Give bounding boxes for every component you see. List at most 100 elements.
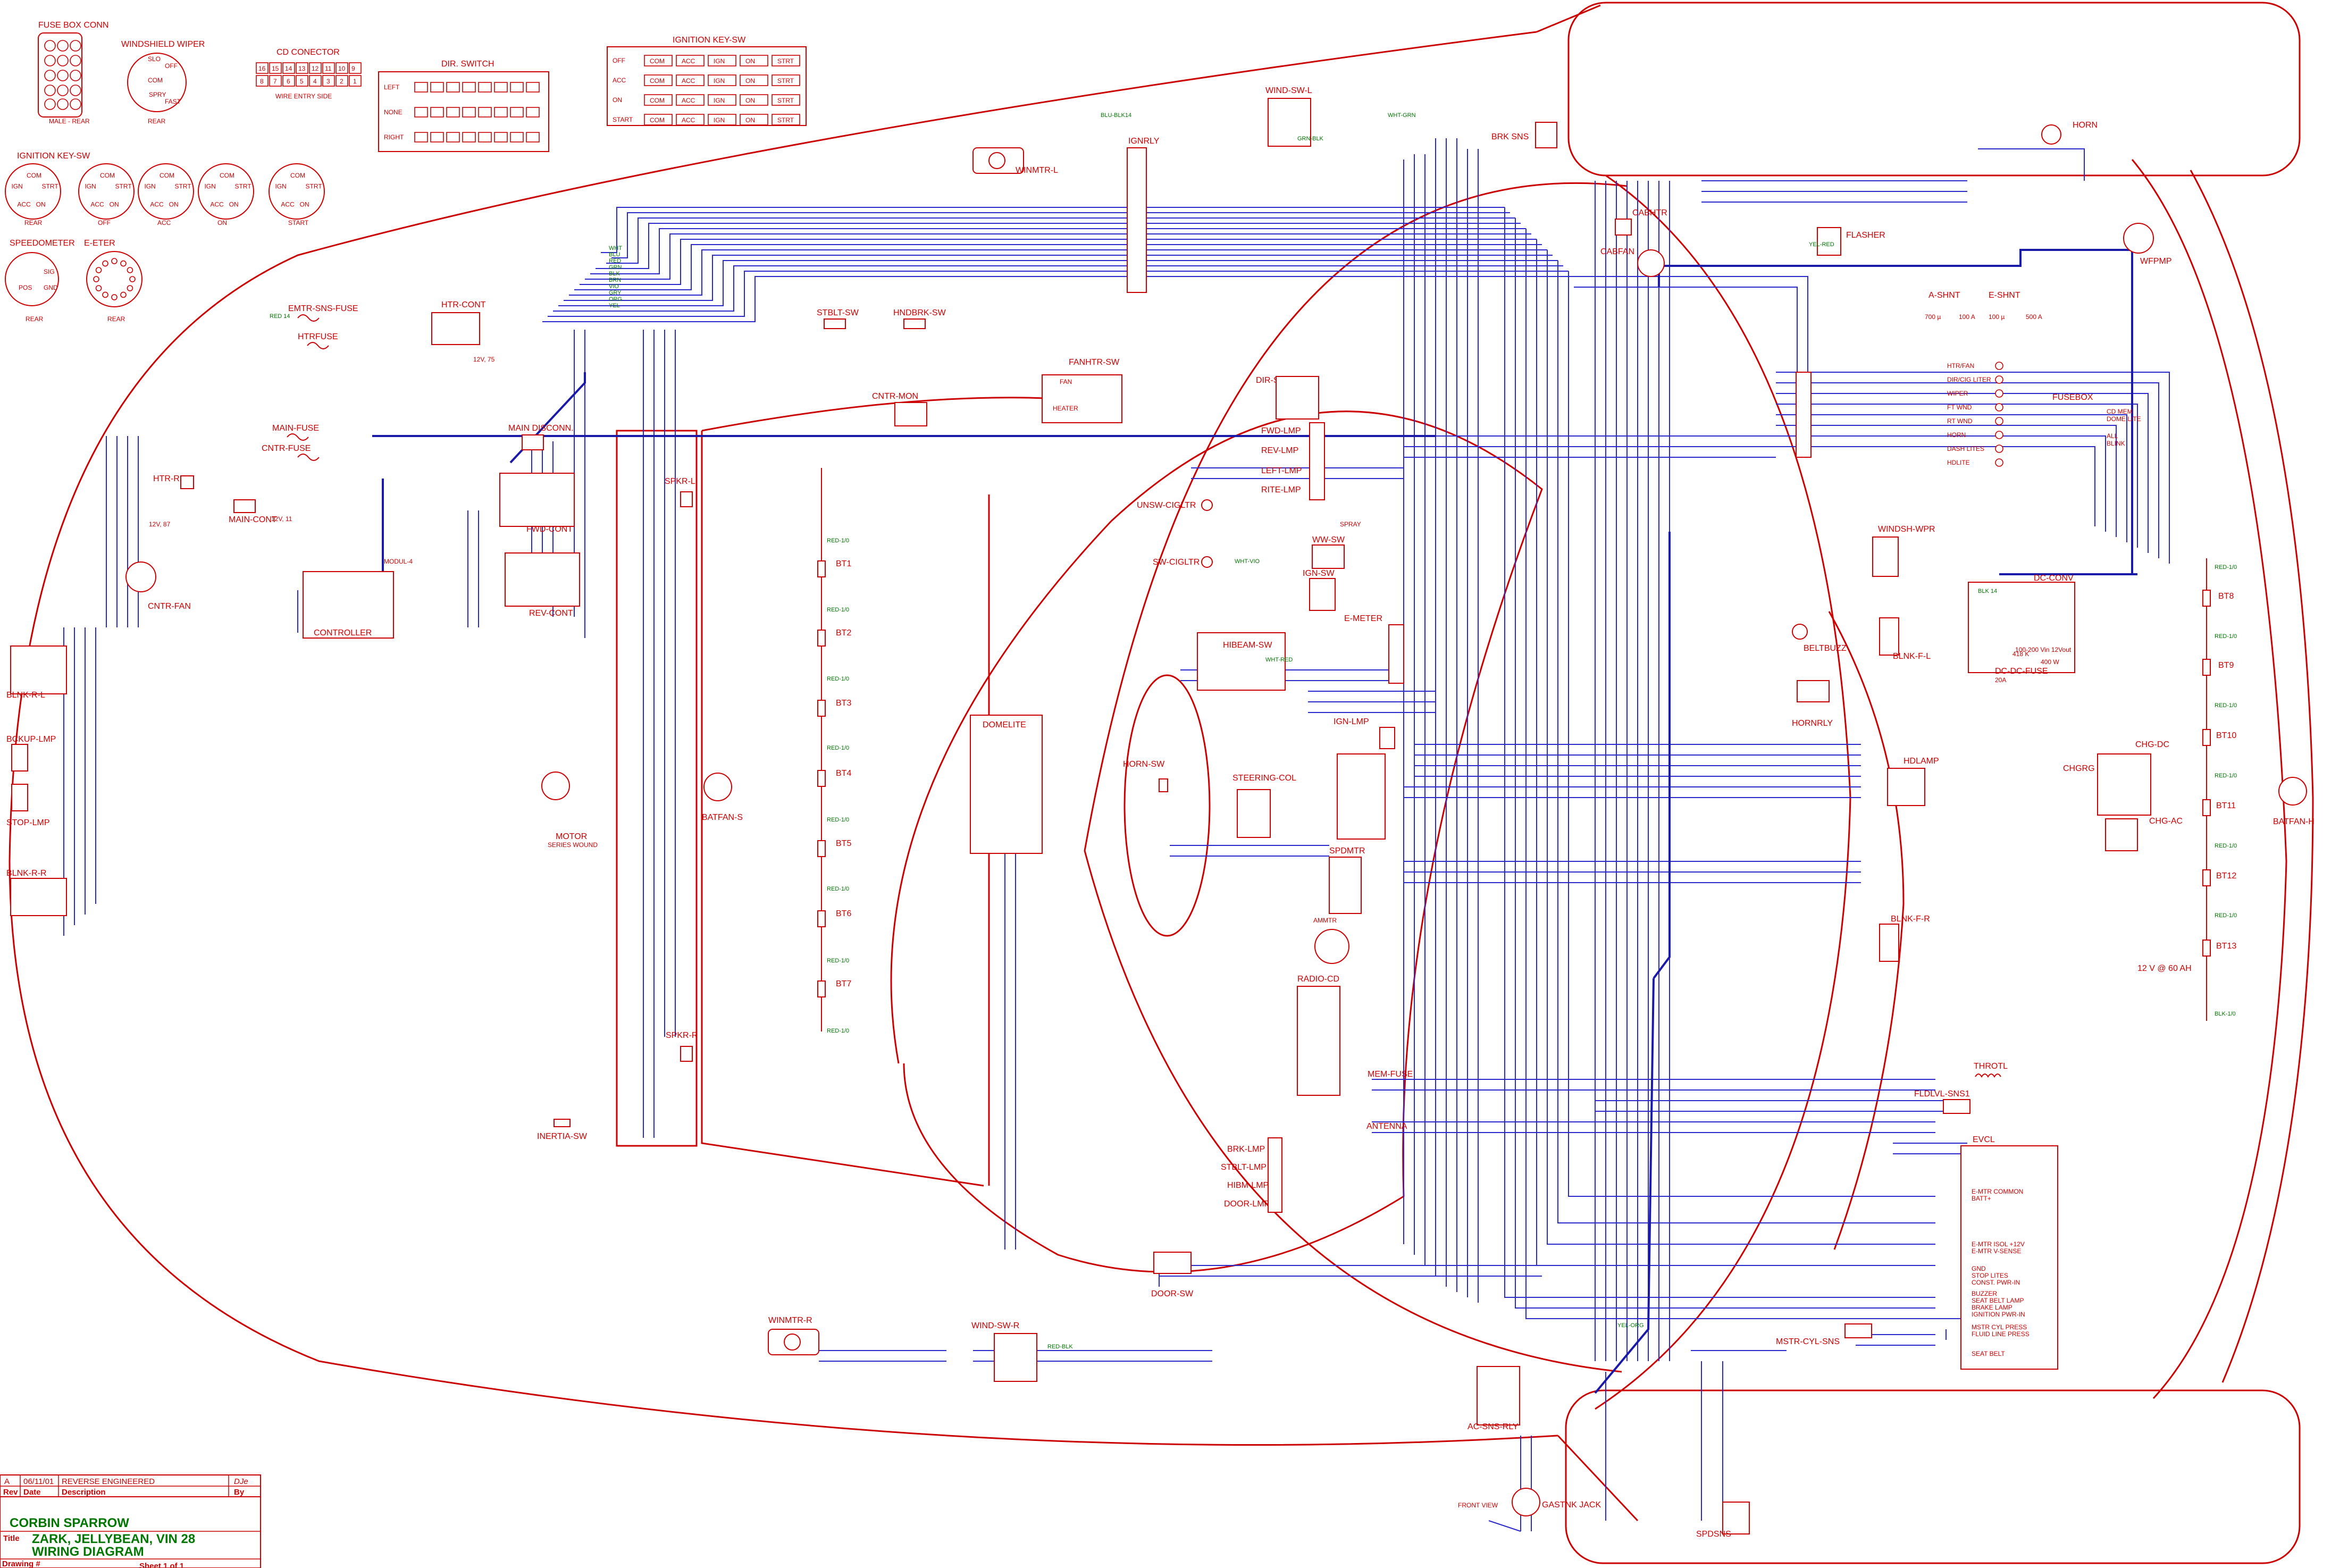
svg-text:BT10: BT10 (2216, 731, 2236, 740)
svg-text:12V, 87: 12V, 87 (149, 521, 171, 528)
motor: MOTOR SERIES WOUND (541, 772, 598, 849)
fuse-icon (1995, 403, 2003, 412)
svg-text:ACC: ACC (613, 77, 626, 84)
svg-text:BT1: BT1 (836, 559, 851, 568)
svg-text:HNDBRK-SW: HNDBRK-SW (893, 308, 946, 317)
spkr-r: SPKR-R (666, 1031, 698, 1062)
ignition-cell-label: IGN (714, 116, 725, 124)
winmtr-l: WINMTR-L (972, 147, 1058, 175)
cd-pin (256, 62, 269, 74)
ignition-cell (708, 74, 736, 86)
fusebox-row-label: DASH LITES (1947, 445, 1984, 452)
legend-windshield-wiper: WINDSHIELD WIPER SLO OFF COM SPRY FAST R… (121, 40, 205, 125)
title-line1: ZARK, JELLYBEAN, VIN 28 (32, 1532, 195, 1546)
fusebox-right-label: CD MEM (2107, 408, 2133, 415)
cabfan: CABFAN (1600, 247, 1665, 277)
svg-text:CHG-AC: CHG-AC (2149, 817, 2183, 826)
cd-pin-label: 4 (313, 78, 317, 85)
battery-bt8: BT8 (2202, 590, 2234, 607)
ignition-cell (644, 114, 673, 125)
svg-text:RED: RED (609, 258, 621, 264)
htrfuse: HTRFUSE (298, 332, 338, 349)
ignition-dial (138, 163, 194, 220)
svg-text:FANHTR-SW: FANHTR-SW (1069, 358, 1120, 367)
svg-text:FUSE BOX CONN: FUSE BOX CONN (38, 21, 108, 30)
svg-text:STEERING-COL: STEERING-COL (1232, 774, 1296, 783)
svg-text:FAN: FAN (1060, 378, 1072, 385)
evcl-pin-label: SEAT BELT (1972, 1350, 2005, 1357)
svg-text:BT2: BT2 (836, 628, 851, 638)
svg-text:BCKUP-LMP: BCKUP-LMP (6, 735, 56, 744)
svg-text:EVCL: EVCL (1973, 1135, 1995, 1144)
svg-text:INERTIA-SW: INERTIA-SW (537, 1132, 588, 1141)
ignition-dial-pin: IGN (11, 183, 22, 190)
svg-text:FLASHER: FLASHER (1846, 231, 1885, 240)
emeter-pin (95, 285, 102, 291)
rite-lmp: RITE-LMP (1261, 485, 1301, 494)
wind-sw-l: WIND-SW-L (1265, 86, 1312, 147)
stop-lmp: STOP-LMP (6, 784, 50, 827)
bckup-lmp: BCKUP-LMP (6, 735, 56, 772)
svg-text:DOOR-SW: DOOR-SW (1151, 1289, 1194, 1298)
ignition-dial-caption: ACC (157, 219, 171, 227)
dir-switch-cell (462, 132, 476, 142)
dir-switch-cell (430, 132, 444, 142)
ignition-cell-label: COM (650, 77, 665, 85)
cd-pin (269, 62, 282, 74)
cd-pin (322, 75, 335, 87)
legend-fuse-box-conn: FUSE BOX CONN MALE - REAR (38, 21, 108, 125)
cd-pin-label: 9 (351, 65, 355, 72)
e-meter: E-METER (1344, 614, 1404, 684)
ignition-dial-pin: IGN (275, 183, 286, 190)
dir-switch-cell (494, 82, 508, 93)
fwd-cont: FWD-CONT (499, 473, 575, 534)
ignition-dial-caption: REAR (24, 219, 43, 227)
svg-text:BT11: BT11 (2216, 801, 2236, 810)
ignition-dial-pin: STRT (306, 183, 323, 190)
svg-text:YEL-ORG: YEL-ORG (1617, 1322, 1644, 1329)
gastnk-jack: GASTNK JACK FRONT VIEW (1458, 1488, 1601, 1516)
battery-bt6: BT6 (817, 909, 851, 927)
ignition-dial-pin: ACC (17, 200, 31, 208)
ignition-cell-label: STRT (777, 116, 794, 124)
svg-text:RED-1/0: RED-1/0 (827, 958, 849, 964)
emeter-pin (120, 291, 127, 298)
svg-text:RED-BLK: RED-BLK (1047, 1344, 1073, 1350)
rev-lmp: REV-LMP (1261, 446, 1298, 455)
svg-text:CONTROLLER: CONTROLLER (314, 628, 372, 638)
fusebox-row-label: WIPER (1947, 390, 1968, 397)
ignition-dial-pin: STRT (235, 183, 252, 190)
ignition-dial-pin: ACC (281, 200, 295, 208)
cd-pin (336, 75, 348, 87)
dir-switch-cell (478, 107, 492, 118)
svg-text:BLK 14: BLK 14 (1978, 588, 1997, 594)
svg-text:REV-CONT: REV-CONT (529, 609, 573, 618)
ignition-dial-pin: ON (229, 200, 239, 208)
dir-sw: DIR-SW (1256, 376, 1319, 420)
svg-text:SPKR-L: SPKR-L (665, 477, 695, 486)
emtr-sns-fuse: EMTR-SNS-FUSE (288, 304, 358, 322)
battery-bt11: BT11 (2202, 799, 2236, 816)
htr-cont: HTR-CONT 12V, 75 (431, 300, 495, 363)
svg-text:BLK-1/0: BLK-1/0 (2215, 1011, 2236, 1017)
dir-switch-cell (430, 82, 444, 93)
svg-text:BLU: BLU (609, 251, 620, 258)
cd-pin-label: 16 (258, 65, 266, 72)
sheet-text: Sheet 1 of 1 (139, 1562, 184, 1568)
svg-text:STBLT-SW: STBLT-SW (817, 308, 859, 317)
svg-text:400 W: 400 W (2041, 658, 2059, 666)
fusebox-right-label: BLINK (2107, 440, 2125, 447)
battery-bt3: BT3 (817, 699, 851, 717)
svg-text:UNSW-CIGLTR: UNSW-CIGLTR (1137, 501, 1196, 510)
ignition-cell-label: ACC (682, 77, 695, 85)
svg-text:WFPMP: WFPMP (2140, 257, 2172, 266)
horn: HORN (2041, 121, 2098, 145)
ignition-cell (772, 74, 800, 86)
svg-text:RED-1/0: RED-1/0 (827, 745, 849, 751)
ignition-cell (676, 55, 705, 66)
spdsns: SPDSNS (1696, 1502, 1750, 1539)
ignition-cell (772, 55, 800, 66)
emeter-pin (102, 291, 108, 298)
